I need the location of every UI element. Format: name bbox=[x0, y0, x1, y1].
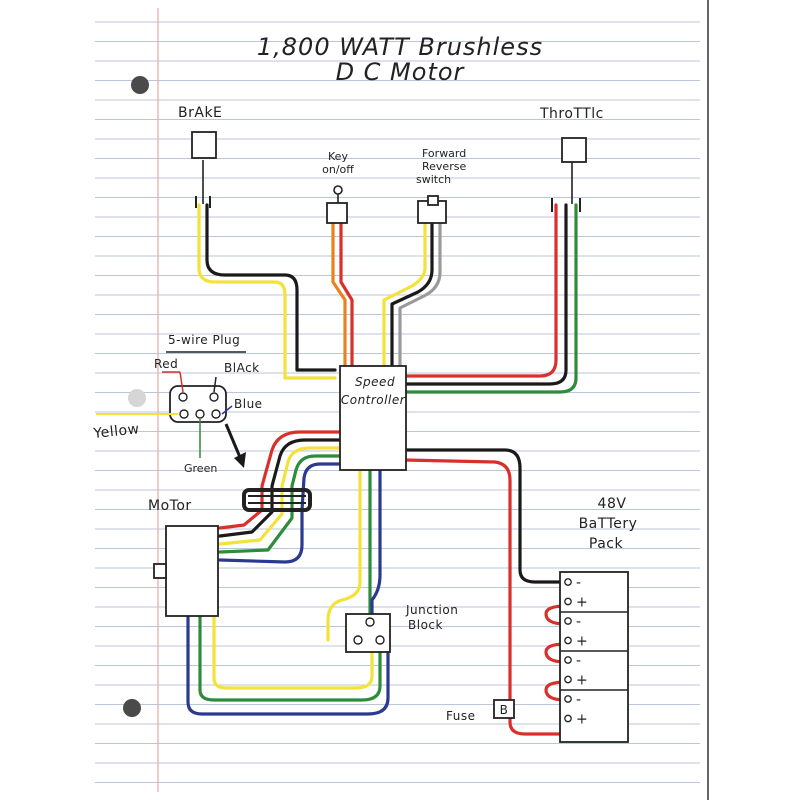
fr-wire-black bbox=[390, 220, 434, 370]
fuse-symbol: B bbox=[500, 703, 509, 717]
plug-pin-yellow bbox=[179, 409, 189, 419]
motor-label: MoTor bbox=[148, 498, 192, 514]
battery-terminal bbox=[564, 675, 572, 684]
motor-body bbox=[165, 525, 219, 617]
battery-terminal bbox=[564, 656, 572, 664]
motor-junction-yellow bbox=[212, 614, 374, 690]
binder-hole-middle bbox=[128, 389, 146, 407]
battery-terminal-sign: - bbox=[576, 575, 582, 591]
battery-terminal bbox=[564, 714, 572, 723]
battery-jumper-2 bbox=[544, 642, 568, 664]
plug-green-label: Green bbox=[184, 462, 217, 475]
plug-yellow-label: Yellow bbox=[92, 421, 141, 442]
battery-terminal bbox=[564, 695, 572, 703]
key-ring bbox=[333, 185, 343, 195]
battery-terminal bbox=[564, 617, 572, 625]
battery-terminal-sign: + bbox=[576, 712, 588, 728]
fuse-label: Fuse bbox=[446, 709, 476, 723]
throttle-box bbox=[561, 137, 587, 163]
junction-post-2 bbox=[353, 635, 363, 645]
battery-jumper-1 bbox=[544, 604, 568, 626]
key-wire-red bbox=[339, 220, 354, 370]
battery-terminal-sign: - bbox=[576, 653, 582, 669]
motor-shaft bbox=[153, 563, 167, 579]
key-wire-orange bbox=[331, 220, 347, 370]
diagram-title-line-2: D C Motor bbox=[336, 58, 466, 86]
binder-hole-top bbox=[131, 76, 149, 94]
plug-pin-black bbox=[209, 392, 219, 402]
battery-terminal-sign: + bbox=[576, 595, 588, 611]
plug-red-label: Red bbox=[154, 357, 178, 371]
plug-lead-black bbox=[213, 376, 217, 393]
battery-terminal bbox=[564, 597, 572, 606]
throttle-wire-red bbox=[403, 203, 558, 378]
throttle-wire-green bbox=[403, 203, 578, 394]
motor-junction-green bbox=[198, 614, 382, 702]
plug-black-label: BlAck bbox=[224, 361, 260, 375]
battery-terminal bbox=[564, 578, 572, 586]
motor-junction-blue bbox=[186, 614, 390, 716]
battery-jumper-3 bbox=[544, 680, 568, 702]
fuse-box bbox=[493, 699, 515, 719]
battery-terminal bbox=[564, 636, 572, 645]
junction-post-3 bbox=[375, 635, 385, 645]
motor-wire-red bbox=[218, 430, 342, 530]
battery-terminal-sign: + bbox=[576, 634, 588, 650]
brake-wire-yellow bbox=[197, 203, 337, 380]
plug-label: 5-wire Plug bbox=[168, 333, 240, 347]
plug-pin-green bbox=[195, 409, 205, 419]
binder-hole-bottom bbox=[123, 699, 141, 717]
battery-terminal-sign: - bbox=[576, 692, 582, 708]
plug-lead-blue bbox=[221, 405, 233, 415]
forward-reverse-knob bbox=[427, 195, 439, 206]
brake-label: BrAkE bbox=[178, 105, 222, 121]
throttle-label: ThroTTlc bbox=[539, 106, 604, 122]
connector-band bbox=[242, 488, 312, 512]
battery-wire-red bbox=[403, 458, 568, 736]
junction-wire-yellow bbox=[326, 466, 362, 642]
junction-wire-blue bbox=[370, 466, 382, 616]
plug-pin-red bbox=[178, 392, 188, 402]
battery-terminal-sign: - bbox=[576, 614, 582, 630]
plug-pin-blue bbox=[211, 409, 221, 419]
junction-post-1 bbox=[365, 617, 375, 627]
diagram-title-line-1: 1,800 WATT Brushless bbox=[257, 33, 543, 61]
motor-wire-black bbox=[218, 438, 342, 538]
fr-wire-gray bbox=[398, 220, 442, 370]
wires bbox=[186, 160, 578, 736]
throttle-wire-black bbox=[403, 203, 568, 386]
battery-wire-black bbox=[403, 448, 568, 584]
speed-controller bbox=[339, 365, 407, 471]
battery-terminal-sign: + bbox=[576, 673, 588, 689]
fr-wire-yellow bbox=[382, 220, 427, 370]
key-switch-box bbox=[326, 202, 348, 224]
brake-wire-black bbox=[205, 203, 337, 372]
motor-wire-yellow bbox=[218, 446, 342, 546]
brake-box bbox=[191, 131, 217, 159]
battery-cells: - + - + - + - + bbox=[560, 575, 628, 728]
plug-blue-label: Blue bbox=[234, 397, 263, 411]
